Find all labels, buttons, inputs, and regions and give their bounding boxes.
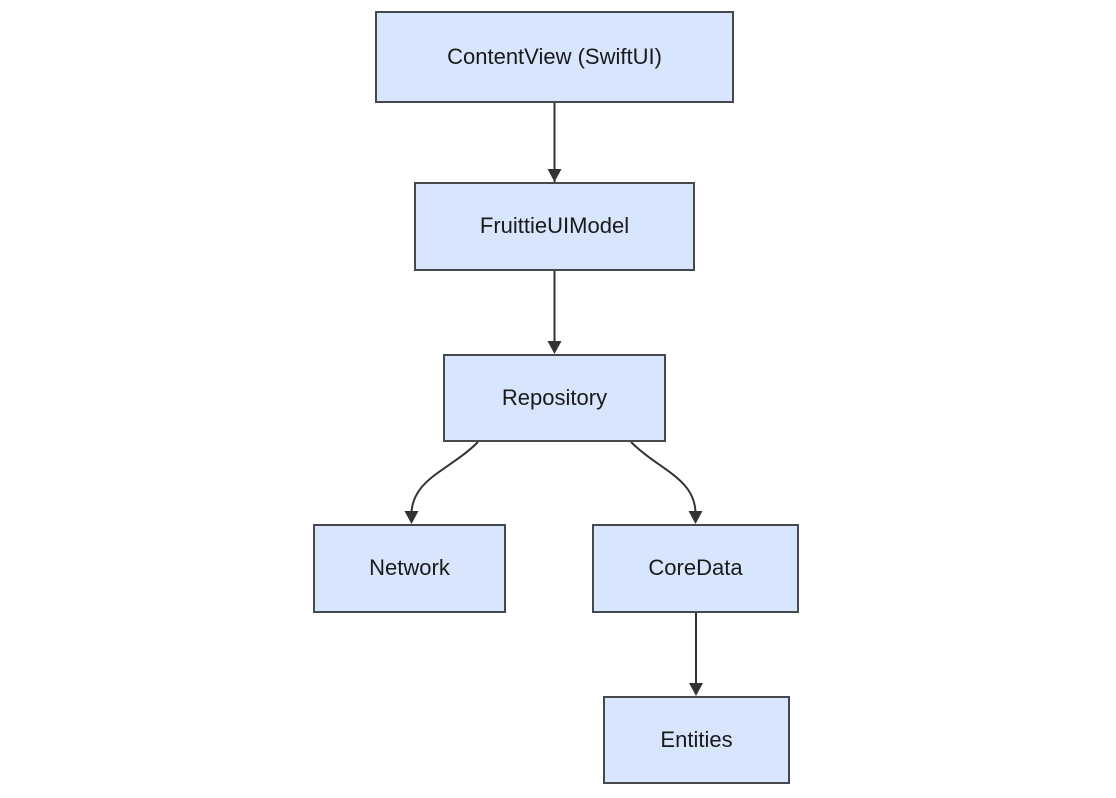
arrowhead-fruittieuimodel-to-repository [547, 341, 562, 354]
node-fruittieuimodel: FruittieUIModel [414, 182, 695, 271]
node-network-label: Network [369, 555, 450, 581]
arrowhead-contentview-to-fruittieuimodel [547, 169, 562, 182]
node-entities: Entities [603, 696, 790, 784]
node-repository: Repository [443, 354, 666, 442]
node-contentview: ContentView (SwiftUI) [375, 11, 734, 103]
node-entities-label: Entities [660, 726, 733, 752]
node-repository-label: Repository [501, 384, 608, 410]
arrowhead-repository-to-coredata [688, 511, 703, 524]
arrowhead-repository-to-network [404, 511, 419, 524]
edge-repository-to-network [410, 441, 479, 513]
node-coredata: CoreData [592, 524, 799, 613]
node-network: Network [313, 524, 506, 613]
node-contentview-label: ContentView (SwiftUI) [447, 43, 662, 69]
arrowhead-coredata-to-entities [689, 683, 703, 696]
node-fruittieuimodel-label: FruittieUIModel [479, 213, 630, 239]
edge-repository-to-coredata [630, 441, 697, 513]
node-coredata-label: CoreData [648, 555, 743, 581]
